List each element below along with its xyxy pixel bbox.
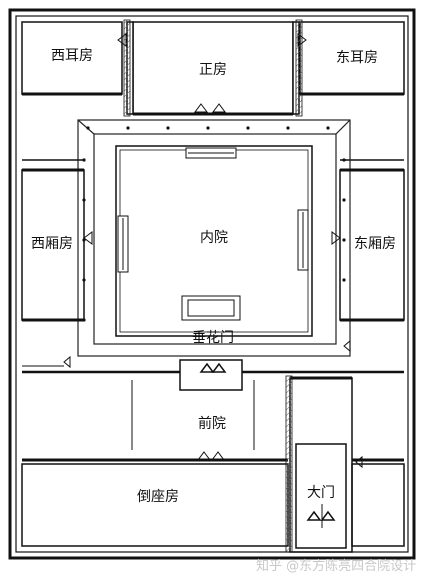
side-doors <box>63 339 363 469</box>
room-label-damen: 大门 <box>307 485 335 501</box>
room-label-dongerfang: 东耳房 <box>336 50 378 66</box>
veranda-corridor <box>77 119 351 357</box>
room-label-xixiangfang: 西厢房 <box>31 236 73 252</box>
outer-wall <box>8 8 416 560</box>
room-label-daozuofang: 倒座房 <box>137 489 179 505</box>
room-label-chuihuamen: 垂花门 <box>192 330 234 346</box>
room-label-zhengfang: 正房 <box>199 62 227 78</box>
room-label-xierfang: 西耳房 <box>51 48 93 64</box>
room-label-qianyuan: 前院 <box>198 416 226 432</box>
main-gate <box>289 376 353 553</box>
courtyard-steps <box>117 147 309 321</box>
chuihuamen-gate <box>179 359 243 391</box>
column-rows <box>82 126 346 322</box>
wing-buildings <box>21 159 405 322</box>
partition-wall <box>22 365 404 374</box>
front-courtyard <box>131 380 255 461</box>
room-label-dongxiangfang: 东厢房 <box>354 236 396 252</box>
watermark: 知乎 @东方陈亮四合院设计 <box>256 559 417 574</box>
room-label-neiyuan: 内院 <box>200 230 228 246</box>
hatched-walls <box>123 19 303 553</box>
wing-doors <box>83 231 341 245</box>
